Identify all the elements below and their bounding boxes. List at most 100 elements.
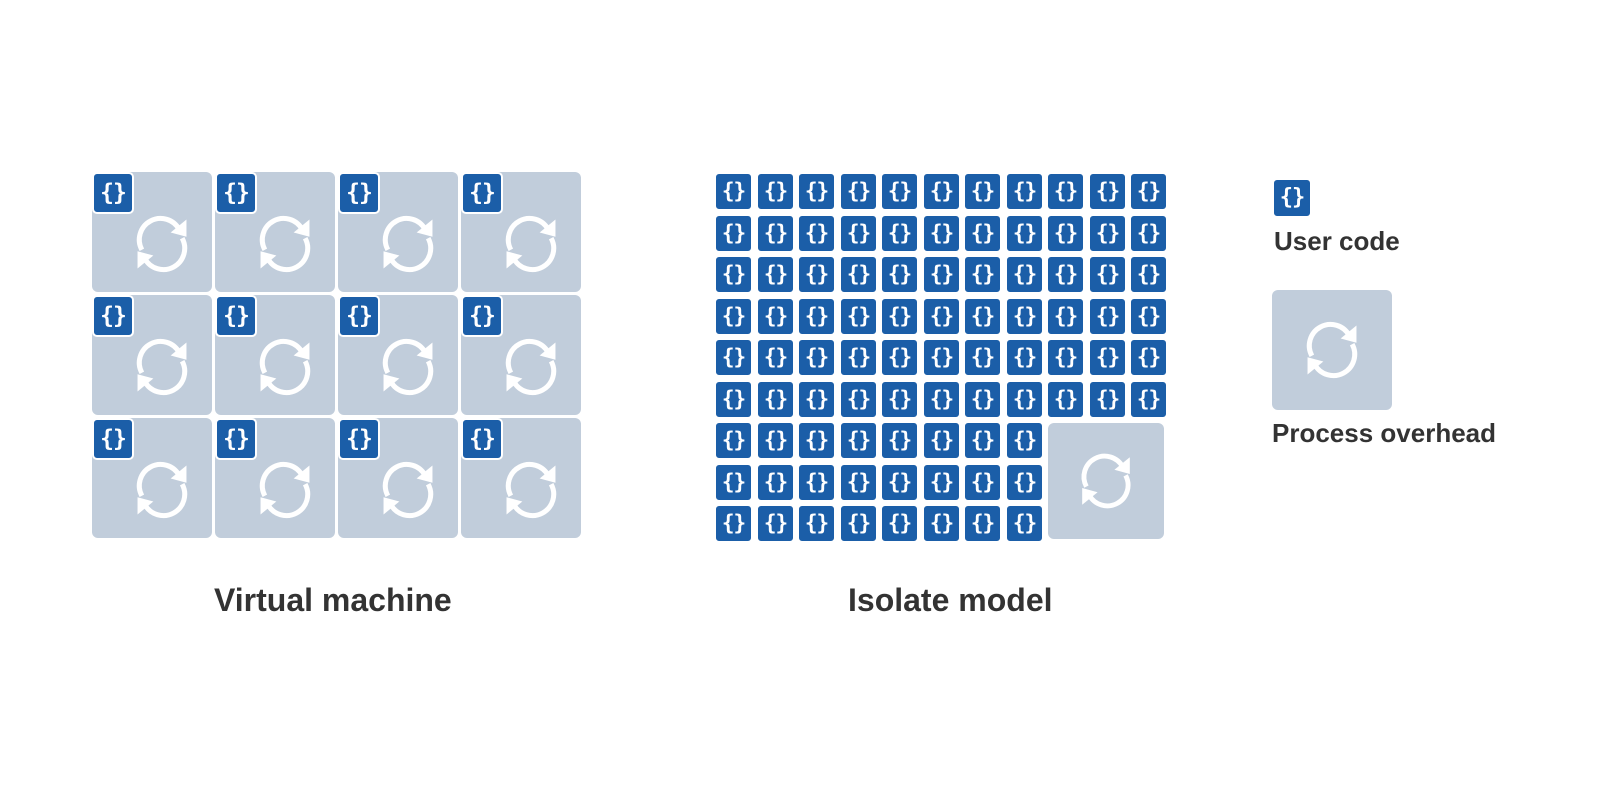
code-braces-icon: {}	[1046, 297, 1085, 336]
code-braces-icon: {}	[1046, 338, 1085, 377]
code-braces-icon: {}	[880, 255, 919, 294]
code-braces-glyph: {}	[970, 511, 995, 535]
code-braces-icon: {}	[756, 214, 795, 253]
code-braces-glyph: {}	[887, 345, 912, 369]
code-braces-glyph: {}	[1095, 387, 1120, 411]
virtual-machine-grid: {}{}{}{}{}{}{}{}{}{}{}{}	[92, 172, 583, 542]
code-braces-glyph: {}	[929, 262, 954, 286]
code-braces-glyph: {}	[1012, 428, 1037, 452]
code-braces-icon: {}	[714, 338, 753, 377]
code-braces-icon: {}	[338, 295, 380, 337]
code-braces-glyph: {}	[846, 179, 871, 203]
code-braces-glyph: {}	[721, 304, 746, 328]
legend-process-overhead-label: Process overhead	[1272, 418, 1497, 448]
code-braces-glyph: {}	[721, 179, 746, 203]
code-braces-glyph: {}	[1136, 221, 1161, 245]
code-braces-icon: {}	[1088, 297, 1127, 336]
cycle-arrows-icon	[259, 461, 311, 519]
code-braces-icon: {}	[880, 421, 919, 460]
code-braces-glyph: {}	[1012, 262, 1037, 286]
code-braces-glyph: {}	[846, 387, 871, 411]
code-braces-glyph: {}	[970, 428, 995, 452]
code-braces-icon: {}	[839, 172, 878, 211]
code-braces-icon: {}	[1046, 380, 1085, 419]
code-braces-glyph: {}	[721, 262, 746, 286]
code-braces-icon: {}	[1088, 380, 1127, 419]
code-braces-glyph: {}	[223, 179, 250, 206]
code-braces-glyph: {}	[763, 511, 788, 535]
code-braces-glyph: {}	[887, 304, 912, 328]
code-braces-glyph: {}	[1136, 345, 1161, 369]
code-braces-icon: {}	[756, 463, 795, 502]
code-braces-icon: {}	[963, 421, 1002, 460]
code-braces-glyph: {}	[929, 387, 954, 411]
code-braces-glyph: {}	[346, 425, 373, 452]
code-braces-glyph: {}	[346, 179, 373, 206]
cycle-arrows-icon	[259, 215, 311, 273]
code-braces-glyph: {}	[929, 345, 954, 369]
code-braces-icon: {}	[1129, 380, 1168, 419]
code-braces-glyph: {}	[1012, 470, 1037, 494]
code-braces-icon: {}	[922, 338, 961, 377]
code-braces-glyph: {}	[929, 428, 954, 452]
process-overhead-box	[1048, 423, 1164, 539]
code-braces-icon: {}	[1088, 255, 1127, 294]
code-braces-glyph: {}	[721, 470, 746, 494]
code-braces-glyph: {}	[1095, 179, 1120, 203]
code-braces-glyph: {}	[1136, 387, 1161, 411]
code-braces-glyph: {}	[804, 428, 829, 452]
code-braces-icon: {}	[797, 338, 836, 377]
code-braces-glyph: {}	[1053, 179, 1078, 203]
code-braces-icon: {}	[922, 255, 961, 294]
code-braces-glyph: {}	[929, 511, 954, 535]
code-braces-glyph: {}	[763, 428, 788, 452]
code-braces-icon: {}	[756, 421, 795, 460]
code-braces-icon: {}	[963, 214, 1002, 253]
code-braces-glyph: {}	[846, 470, 871, 494]
code-braces-icon: {}	[714, 297, 753, 336]
code-braces-glyph: {}	[804, 345, 829, 369]
code-braces-icon: {}	[963, 172, 1002, 211]
code-braces-icon: {}	[461, 172, 503, 214]
code-braces-icon: {}	[1005, 504, 1044, 543]
code-braces-glyph: {}	[763, 304, 788, 328]
code-braces-glyph: {}	[1053, 262, 1078, 286]
code-braces-glyph: {}	[100, 179, 127, 206]
cycle-arrows-icon	[136, 338, 188, 396]
code-braces-icon: {}	[963, 463, 1002, 502]
code-braces-icon: {}	[1005, 172, 1044, 211]
code-braces-icon: {}	[756, 297, 795, 336]
code-braces-icon: {}	[839, 463, 878, 502]
code-braces-icon: {}	[922, 172, 961, 211]
code-braces-icon: {}	[1046, 214, 1085, 253]
code-braces-icon: {}	[922, 463, 961, 502]
code-braces-glyph: {}	[846, 511, 871, 535]
code-braces-glyph: {}	[970, 345, 995, 369]
code-braces-glyph: {}	[887, 179, 912, 203]
code-braces-glyph: {}	[887, 470, 912, 494]
code-braces-icon: {}	[215, 295, 257, 337]
code-braces-icon: {}	[1272, 178, 1312, 218]
code-braces-glyph: {}	[1136, 179, 1161, 203]
code-braces-icon: {}	[215, 418, 257, 460]
code-braces-glyph: {}	[1095, 262, 1120, 286]
code-braces-icon: {}	[756, 504, 795, 543]
code-braces-glyph: {}	[763, 470, 788, 494]
code-braces-glyph: {}	[1053, 345, 1078, 369]
code-braces-icon: {}	[797, 297, 836, 336]
code-braces-icon: {}	[714, 421, 753, 460]
code-braces-icon: {}	[797, 504, 836, 543]
code-braces-glyph: {}	[929, 221, 954, 245]
code-braces-glyph: {}	[469, 302, 496, 329]
code-braces-icon: {}	[922, 297, 961, 336]
code-braces-glyph: {}	[970, 179, 995, 203]
code-braces-glyph: {}	[1136, 304, 1161, 328]
code-braces-icon: {}	[880, 504, 919, 543]
code-braces-icon: {}	[880, 338, 919, 377]
code-braces-icon: {}	[839, 214, 878, 253]
code-braces-icon: {}	[714, 172, 753, 211]
code-braces-glyph: {}	[1053, 387, 1078, 411]
code-braces-glyph: {}	[721, 511, 746, 535]
code-braces-glyph: {}	[721, 387, 746, 411]
code-braces-icon: {}	[922, 504, 961, 543]
